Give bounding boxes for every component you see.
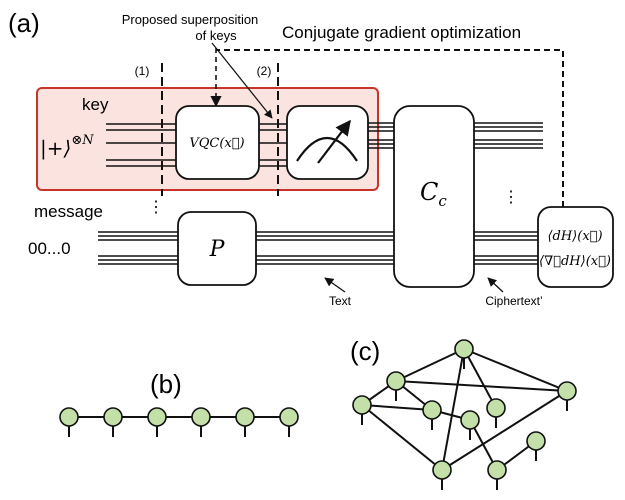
expectation-block <box>537 206 614 288</box>
cut-label-2: (2) <box>257 64 272 78</box>
panel-c: (c) <box>350 336 577 490</box>
expectation-label-2: ⟨∇⃗dH⟩(x⃗) <box>539 254 611 269</box>
chain-qubit-1 <box>59 407 79 437</box>
key-label: key <box>82 95 109 114</box>
cut-label-1: (1) <box>135 64 150 78</box>
p-block <box>177 211 257 286</box>
message-wires <box>98 231 394 265</box>
graph-node-10 <box>487 460 507 490</box>
graph-node-9 <box>432 460 452 490</box>
panel-label-c: (c) <box>350 336 380 366</box>
message-label: message <box>34 202 103 221</box>
p-label: P <box>209 237 226 262</box>
graph-node-4 <box>352 395 372 425</box>
chain-qubit-5 <box>235 407 255 437</box>
graph-node-1 <box>454 339 474 369</box>
measurement-block <box>286 105 369 180</box>
chain-qubit-6 <box>279 407 299 437</box>
graph-node-3 <box>557 381 577 411</box>
key-state: |+⟩⊗N <box>40 133 94 161</box>
meter-icon <box>296 119 358 164</box>
superposition-note-line1: Proposed superposition <box>122 12 259 27</box>
ciphertext-arrow <box>487 277 504 293</box>
graph-node-2 <box>386 371 406 401</box>
panel-label-a: (a) <box>8 8 40 38</box>
chain-qubit-4 <box>191 407 211 437</box>
vqc-label: VQC(x⃗) <box>189 136 244 151</box>
expectation-label-1: ⟨dH⟩(x⃗) <box>547 229 602 244</box>
panel-a: (a) Proposed superposition of keys Conju… <box>8 8 614 308</box>
optimization-note: Conjugate gradient optimization <box>282 23 521 42</box>
ciphertext-label: Ciphertext’ <box>485 294 542 308</box>
panel-b: (b) <box>59 369 299 437</box>
superposition-arrow-diag <box>211 42 273 119</box>
graph-node-5 <box>422 400 442 430</box>
cc-label: Cc <box>420 178 447 210</box>
chain-qubit-3 <box>147 407 167 437</box>
text-label: Text <box>329 294 352 308</box>
panel-label-b: (b) <box>150 369 182 399</box>
graph-node-7 <box>460 410 480 440</box>
superposition-note-line2: of keys <box>195 28 237 43</box>
cc-block <box>393 105 475 288</box>
key-wires <box>106 122 394 167</box>
text-arrow <box>324 277 346 293</box>
chain-qubit-2 <box>103 407 123 437</box>
output-dots: ⋮ <box>503 189 519 206</box>
message-state: 00...0 <box>28 239 71 258</box>
vqc-block <box>175 105 260 180</box>
graph-node-8 <box>526 431 546 461</box>
output-wires <box>474 122 543 265</box>
optimization-feedback-loop <box>216 49 564 207</box>
graph-node-6 <box>486 398 506 428</box>
message-dots: ⋮ <box>148 199 164 216</box>
